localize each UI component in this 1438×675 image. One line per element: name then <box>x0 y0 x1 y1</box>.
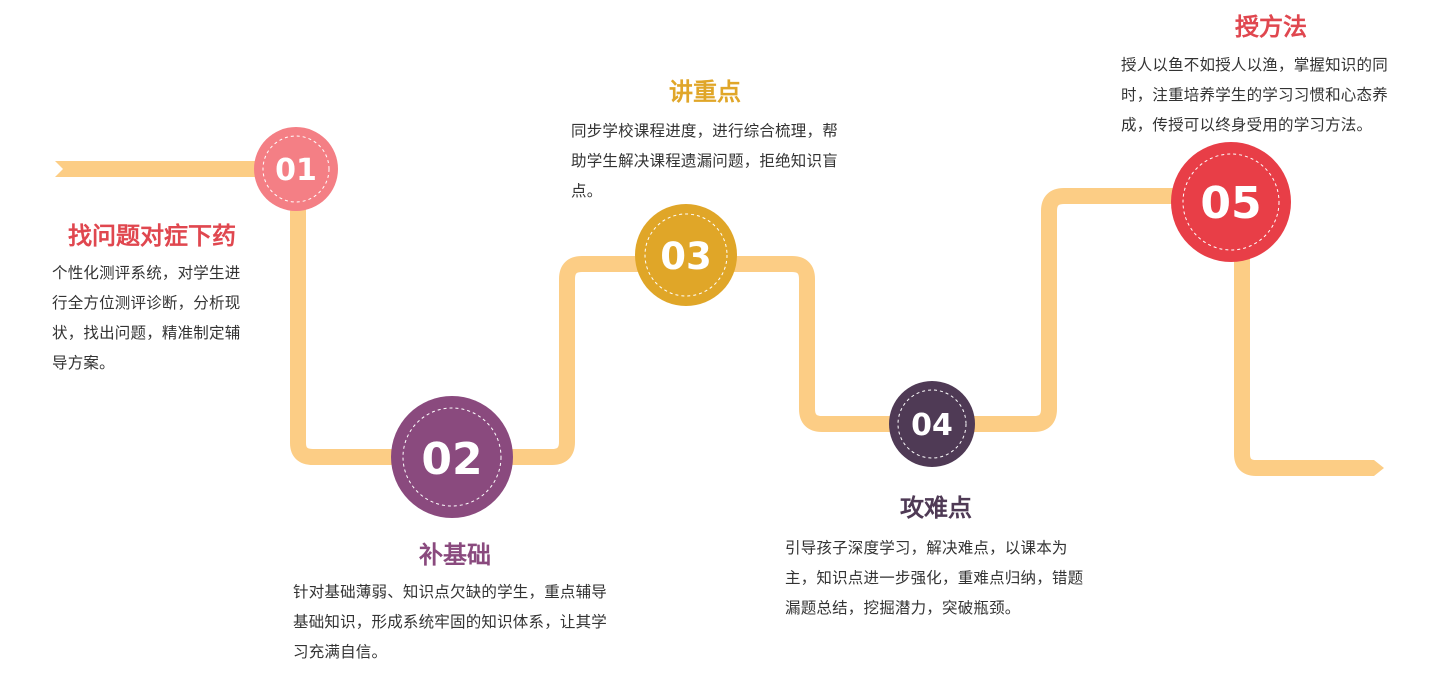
step-05-description: 授人以鱼不如授人以渔，掌握知识的同时，注重培养学生的学习习惯和心态养成，传授可以… <box>1121 56 1388 134</box>
step-03-circle-dashed-ring <box>644 213 728 297</box>
step-circle-03: 03 <box>635 204 737 306</box>
step-02-number: 02 <box>421 434 482 485</box>
step-03-number: 03 <box>660 235 712 278</box>
step-circle-02: 02 <box>391 396 513 518</box>
step-01-circle-dashed-ring <box>262 135 330 203</box>
step-01-number: 01 <box>275 153 317 188</box>
step-05-title: 授方法 <box>1235 13 1307 41</box>
step-05-circle-dashed-ring <box>1182 153 1280 251</box>
step-05-number: 05 <box>1200 178 1261 229</box>
step-01-circle-fill <box>254 127 338 211</box>
step-03-description: 同步学校课程进度，进行综合梳理，帮助学生解决课程遗漏问题，拒绝知识盲点。 <box>571 122 838 200</box>
path-start-tail <box>55 161 262 177</box>
step-04-circle-dashed-ring <box>897 389 967 459</box>
step-01-description: 个性化测评系统，对学生进行全方位测评诊断，分析现状，找出问题，精准制定辅导方案。 <box>52 264 241 372</box>
step-circle-05: 05 <box>1171 142 1291 262</box>
step-04-circle-fill <box>889 381 975 467</box>
step-circle-01: 01 <box>254 127 338 211</box>
step-02-circle-dashed-ring <box>402 407 502 507</box>
step-02-circle-fill <box>391 396 513 518</box>
step-02-description: 针对基础薄弱、知识点欠缺的学生，重点辅导基础知识，形成系统牢固的知识体系，让其学… <box>293 583 608 661</box>
step-04-description: 引导孩子深度学习，解决难点，以课本为主，知识点进一步强化，重难点归纳，错题漏题总… <box>785 539 1084 617</box>
step-03-circle-fill <box>635 204 737 306</box>
step-02-title: 补基础 <box>419 541 491 569</box>
step-01-title: 找问题对症下药 <box>68 222 236 250</box>
step-circle-04: 04 <box>889 381 975 467</box>
step-05-circle-fill <box>1171 142 1291 262</box>
path-end-arrow <box>1370 460 1384 476</box>
step-04-number: 04 <box>911 408 953 443</box>
step-04-title: 攻难点 <box>900 494 972 522</box>
step-03-title: 讲重点 <box>669 78 741 106</box>
